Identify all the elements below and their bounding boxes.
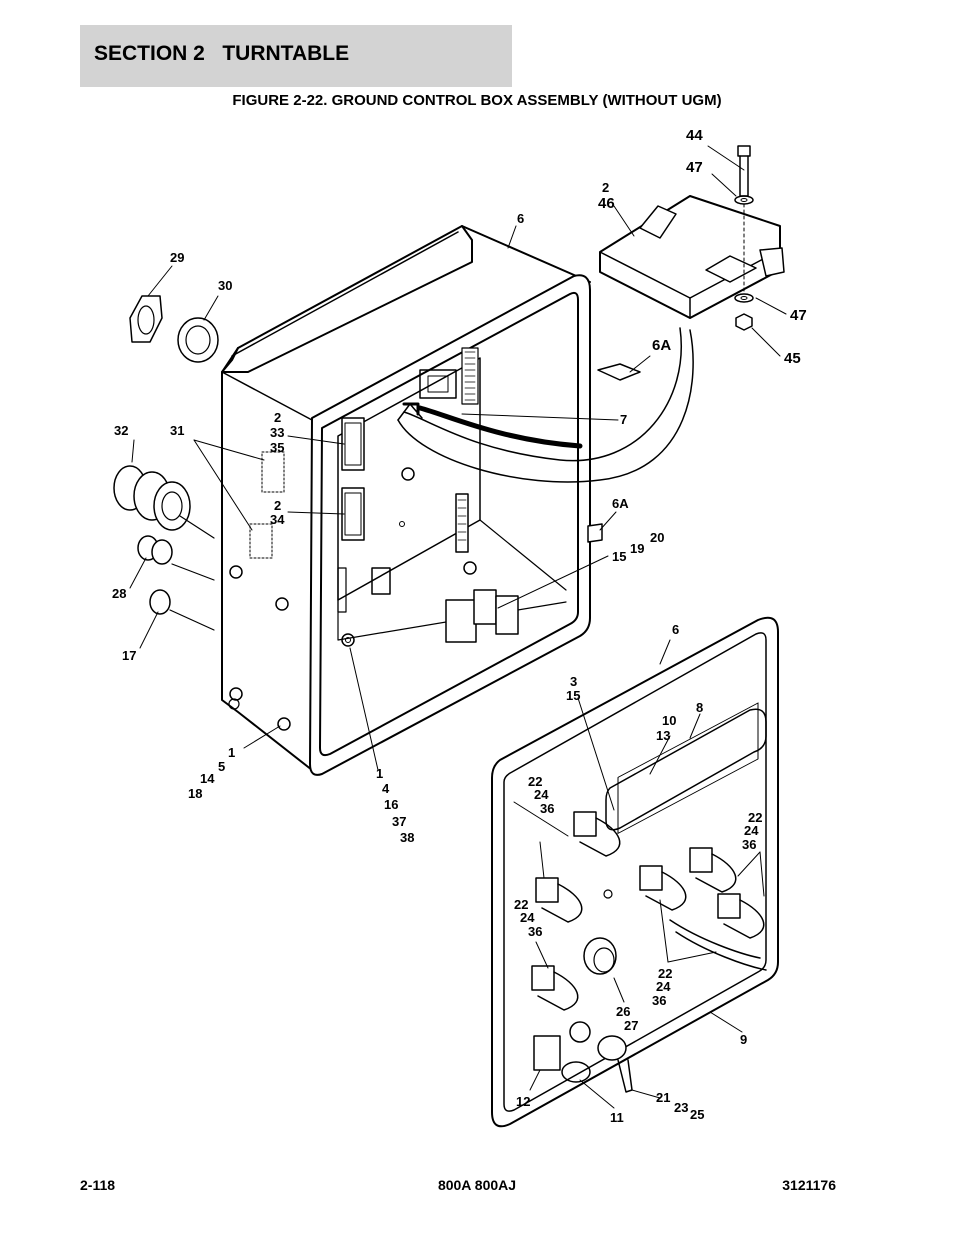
- callout-12: 12: [516, 1094, 530, 1109]
- model-label: 800A 800AJ: [437, 1177, 517, 1193]
- callout-21: 21: [656, 1090, 670, 1105]
- callout-36-b: 36: [742, 837, 756, 852]
- callout-6a-mid: 6A: [612, 496, 629, 511]
- callout-7: 7: [620, 412, 627, 427]
- callout-18: 18: [188, 786, 202, 801]
- callout-23: 23: [674, 1100, 688, 1115]
- callout-20: 20: [650, 530, 664, 545]
- callout-24-c: 24: [520, 910, 535, 925]
- callout-35: 35: [270, 440, 284, 455]
- callout-8: 8: [696, 700, 703, 715]
- callout-27: 27: [624, 1018, 638, 1033]
- callout-36-a: 36: [540, 801, 554, 816]
- callout-17: 17: [122, 648, 136, 663]
- callout-44: 44: [686, 127, 703, 144]
- callout-26: 26: [616, 1004, 630, 1019]
- callout-31: 31: [170, 423, 184, 438]
- callout-1-side: 1: [228, 745, 235, 760]
- callout-47-top: 47: [686, 159, 703, 176]
- callout-47-bottom: 47: [790, 307, 807, 324]
- callout-3: 3: [570, 674, 577, 689]
- callout-19: 19: [630, 541, 644, 556]
- callout-15-relay: 15: [612, 549, 626, 564]
- callout-36-c: 36: [528, 924, 542, 939]
- callout-labels: 44 47 2 46 6 47 45 6A 29 30 7 2 33 35 32…: [112, 127, 807, 1125]
- callout-45: 45: [784, 350, 801, 367]
- control-module: [599, 145, 785, 331]
- callout-13: 13: [656, 728, 670, 743]
- callout-2-34: 2: [274, 498, 281, 513]
- callout-34: 34: [270, 512, 285, 527]
- callout-24-b: 24: [744, 823, 759, 838]
- front-panel: [491, 616, 779, 1128]
- callout-6-box: 6: [517, 211, 524, 226]
- harness-cable: [397, 327, 694, 483]
- callout-30: 30: [218, 278, 232, 293]
- callout-46: 46: [598, 195, 615, 212]
- callout-22-d: 22: [658, 966, 672, 981]
- callout-10: 10: [662, 713, 676, 728]
- callout-33: 33: [270, 425, 284, 440]
- callout-22-b: 22: [748, 810, 762, 825]
- callout-32: 32: [114, 423, 128, 438]
- figure-title: FIGURE 2-22. GROUND CONTROL BOX ASSEMBLY…: [232, 92, 722, 109]
- callout-5: 5: [218, 759, 225, 774]
- callout-24-d: 24: [656, 979, 671, 994]
- callout-24-a: 24: [534, 787, 549, 802]
- page-number: 2-118: [80, 1177, 116, 1193]
- callout-4: 4: [382, 781, 390, 796]
- callout-1-front: 1: [376, 766, 383, 781]
- callout-28: 28: [112, 586, 126, 601]
- callout-38: 38: [400, 830, 414, 845]
- leader-lines: [129, 145, 787, 1109]
- callout-2-module: 2: [602, 180, 609, 195]
- callout-16: 16: [384, 797, 398, 812]
- callout-6a-top: 6A: [652, 337, 671, 354]
- callout-9: 9: [740, 1032, 747, 1047]
- callout-36-d: 36: [652, 993, 666, 1008]
- callout-14: 14: [200, 771, 215, 786]
- callout-11: 11: [610, 1110, 624, 1125]
- callout-22-c: 22: [514, 897, 528, 912]
- callout-29: 29: [170, 250, 184, 265]
- section-title: SECTION 2 TURNTABLE: [94, 42, 350, 65]
- callout-25: 25: [690, 1107, 704, 1122]
- callout-6-panel: 6: [672, 622, 679, 637]
- enclosure-box: [221, 225, 641, 776]
- callout-2-33: 2: [274, 410, 281, 425]
- callout-37: 37: [392, 814, 406, 829]
- callout-22-a: 22: [528, 774, 542, 789]
- part-number: 3121176: [782, 1177, 836, 1193]
- callout-15-panel: 15: [566, 688, 580, 703]
- side-parts: [113, 295, 219, 631]
- section-header: SECTION 2 TURNTABLE: [80, 25, 512, 87]
